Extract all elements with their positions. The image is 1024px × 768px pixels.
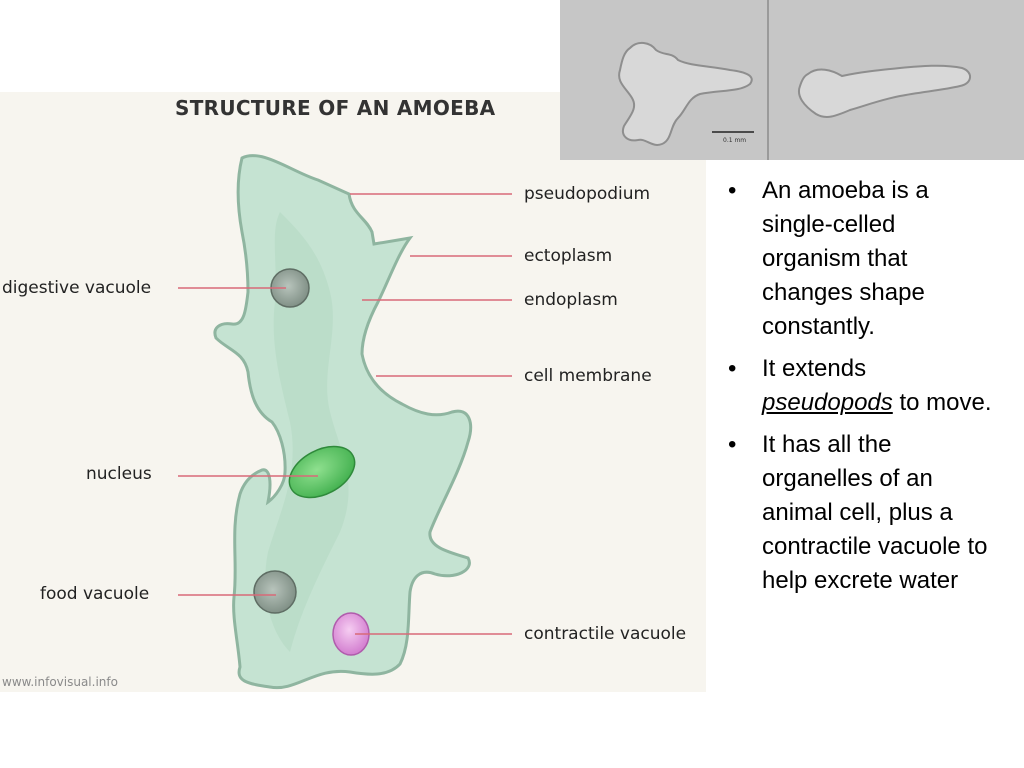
label-cell-membrane: cell membrane bbox=[524, 366, 652, 386]
nucleus-shape bbox=[288, 445, 356, 499]
label-digestive-vacuole: digestive vacuole bbox=[2, 278, 152, 298]
bullet-text-after: to move. bbox=[892, 389, 992, 416]
label-food-vacuole: food vacuole bbox=[40, 584, 150, 604]
bullet-text: An amoeba is a single-celled organism th… bbox=[762, 177, 929, 340]
bullet-item-2: • It extends pseudopods to move. bbox=[728, 352, 998, 420]
leader-lines bbox=[178, 193, 512, 635]
bullet-text-before: It extends bbox=[762, 355, 867, 382]
bullet-dot: • bbox=[728, 431, 737, 458]
food-vacuole-shape bbox=[253, 570, 297, 614]
amoeba-photo-right bbox=[798, 64, 971, 118]
amoeba-diagram: STRUCTURE OF AN AMOEBA pseudopodium ecto… bbox=[0, 92, 706, 692]
label-contractile-vacuole: contractile vacuole bbox=[524, 624, 687, 644]
amoeba-illustration bbox=[178, 154, 512, 690]
bullet-dot: • bbox=[728, 177, 737, 204]
bullet-dot: • bbox=[728, 355, 737, 382]
bullet-emphasis-pseudopods: pseudopods bbox=[762, 389, 893, 416]
bullet-item-1: • An amoeba is a single-celled organism … bbox=[728, 174, 998, 344]
label-ectoplasm: ectoplasm bbox=[524, 246, 613, 266]
label-pseudopodium: pseudopodium bbox=[524, 184, 651, 204]
bullet-list: • An amoeba is a single-celled organism … bbox=[728, 174, 998, 606]
amoeba-micrograph: 0.1 mm bbox=[560, 0, 1024, 160]
endoplasm-region bbox=[265, 212, 349, 652]
bullet-text: It has all the organelles of an animal c… bbox=[762, 431, 988, 594]
label-nucleus: nucleus bbox=[86, 464, 152, 484]
amoeba-photo-left bbox=[618, 42, 753, 146]
scale-bar-label: 0.1 mm bbox=[723, 137, 746, 144]
label-endoplasm: endoplasm bbox=[524, 290, 618, 310]
credit-text: www.infovisual.info bbox=[2, 675, 118, 689]
diagram-title: STRUCTURE OF AN AMOEBA bbox=[175, 96, 496, 120]
bullet-item-3: • It has all the organelles of an animal… bbox=[728, 428, 998, 598]
micrograph-image: 0.1 mm bbox=[560, 0, 1024, 160]
amoeba-cell-body bbox=[213, 154, 473, 690]
